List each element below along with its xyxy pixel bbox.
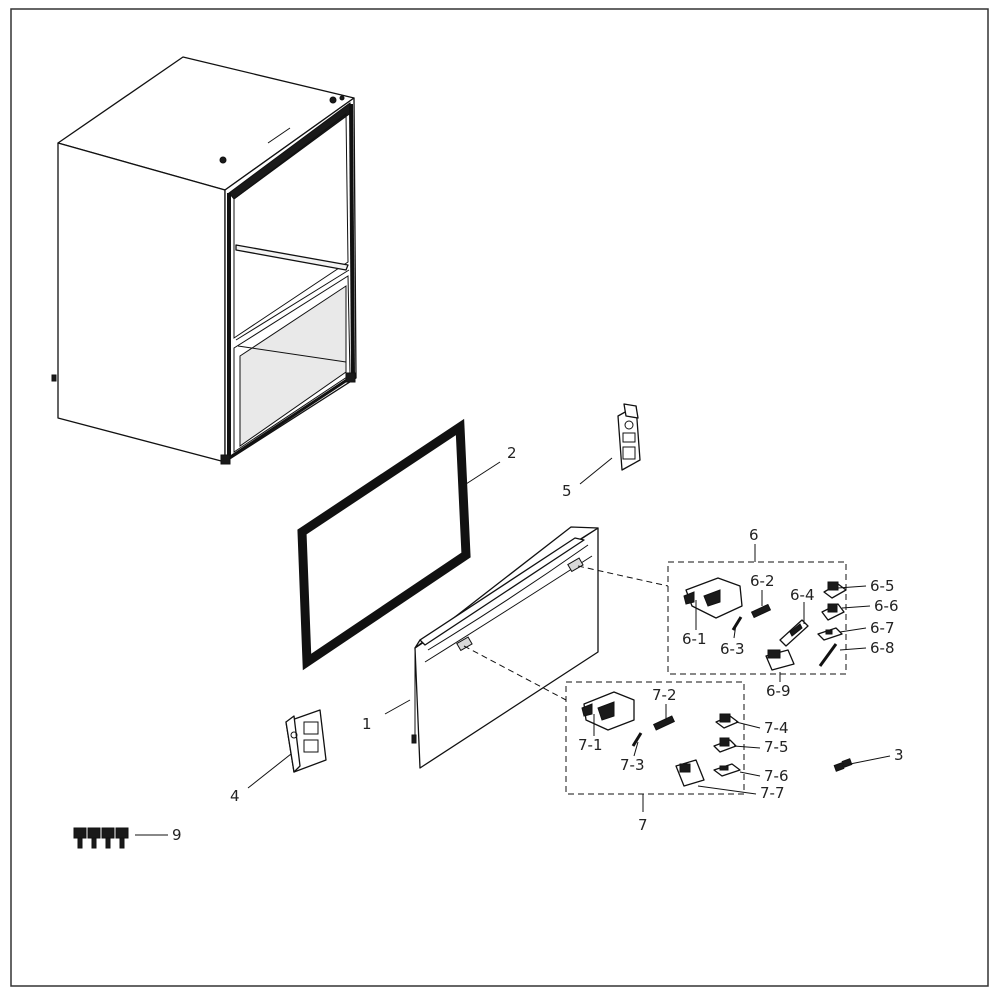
label-6-6: 6-6 <box>874 597 899 615</box>
kit-7-parts <box>581 691 741 787</box>
label-7-1: 7-1 <box>578 736 603 754</box>
kit-6-box <box>667 561 847 675</box>
label-7-3: 7-3 <box>620 756 645 774</box>
door-gasket <box>297 418 471 671</box>
part-labels: 1 2 3 4 5 6 6-1 6-2 6-3 6-4 6-5 6-6 6-7 … <box>172 444 904 844</box>
label-7-5: 7-5 <box>764 738 789 756</box>
upper-hinge-bracket <box>617 403 641 471</box>
label-7-6: 7-6 <box>764 767 789 785</box>
diagram-border <box>10 8 989 987</box>
screws <box>73 827 129 849</box>
kit-7-box <box>565 681 745 795</box>
kit-6-parts <box>683 577 847 671</box>
label-7-2: 7-2 <box>652 686 677 704</box>
label-3: 3 <box>894 746 904 764</box>
label-6: 6 <box>749 526 759 544</box>
label-7: 7 <box>638 816 648 834</box>
label-7-7: 7-7 <box>760 784 785 802</box>
leader-lines <box>135 457 891 836</box>
freezer-door <box>411 526 599 769</box>
lower-hinge-bracket <box>285 709 327 773</box>
label-6-7: 6-7 <box>870 619 895 637</box>
label-6-8: 6-8 <box>870 639 895 657</box>
label-6-4: 6-4 <box>790 586 815 604</box>
label-6-3: 6-3 <box>720 640 745 658</box>
label-6-5: 6-5 <box>870 577 895 595</box>
label-1: 1 <box>362 715 372 733</box>
label-2: 2 <box>507 444 517 462</box>
refrigerator-cabinet <box>51 56 357 465</box>
small-clip-part <box>833 758 853 772</box>
label-6-2: 6-2 <box>750 572 775 590</box>
label-5: 5 <box>562 482 572 500</box>
label-6-9: 6-9 <box>766 682 791 700</box>
label-9: 9 <box>172 826 182 844</box>
label-6-1: 6-1 <box>682 630 707 648</box>
label-4: 4 <box>230 787 240 805</box>
label-7-4: 7-4 <box>764 719 789 737</box>
